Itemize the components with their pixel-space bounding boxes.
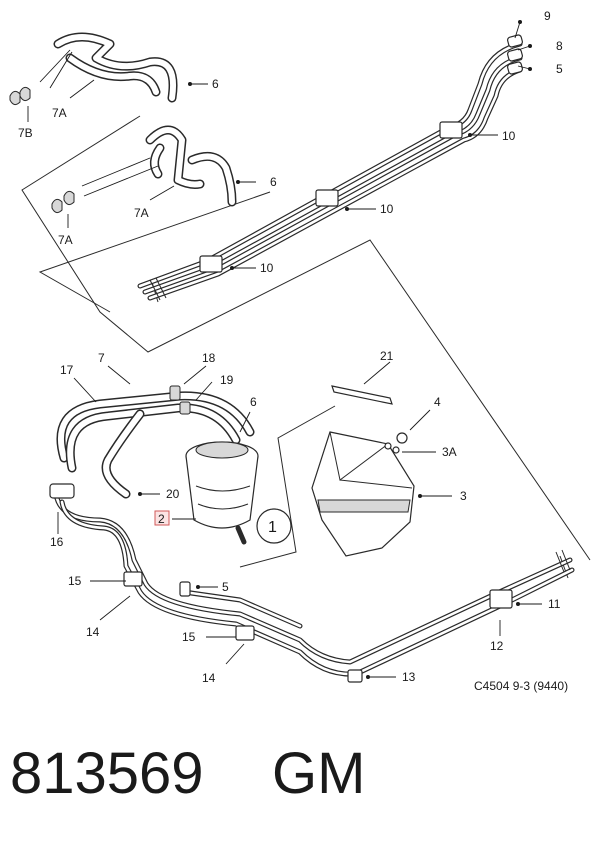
callout-5-b: 5 [222, 580, 229, 594]
callout-16: 16 [50, 535, 64, 549]
lower-fuel-rail [49, 483, 575, 683]
hose-7a-middle [51, 125, 237, 214]
hose-assembly-7 [56, 385, 255, 499]
callout-7a-a: 7A [52, 106, 67, 120]
fuel-line-exploded-diagram: 9 8 5 10 10 10 6 6 7A 7B 7A 7A 17 7 18 1… [9, 9, 591, 685]
callout-21: 21 [380, 349, 394, 363]
callout-7b: 7B [18, 126, 33, 140]
callout-8: 8 [556, 39, 563, 53]
rail-clip-10-b [315, 189, 339, 207]
diagram-reference-code: C4504 9-3 (9440) [474, 679, 569, 693]
rail-clip-15-a [123, 571, 143, 587]
callout-4: 4 [434, 395, 441, 409]
callout-10-c: 10 [260, 261, 274, 275]
callout-2-highlight [154, 510, 170, 526]
callout-12: 12 [490, 639, 504, 653]
rail-clip-13 [347, 669, 363, 683]
detail-circle-1 [256, 508, 292, 544]
callout-15-b: 15 [182, 630, 196, 644]
part-number: 813569 [10, 741, 204, 806]
rail-clip-11 [489, 589, 513, 609]
fuel-filter [185, 441, 292, 545]
callout-6-b: 6 [270, 175, 277, 189]
hose-clip-7b-b [19, 86, 31, 102]
connector-16 [49, 483, 75, 499]
callout-20: 20 [166, 487, 180, 501]
mounting-rail-21 [331, 385, 393, 405]
callout-1: 1 [268, 519, 277, 536]
callout-13: 13 [402, 670, 416, 684]
washer-3a-b [392, 446, 400, 454]
pipe-connector-5-top [507, 61, 523, 75]
callout-15-a: 15 [68, 574, 82, 588]
callout-11: 11 [548, 597, 561, 611]
pipe-connector-8 [507, 48, 523, 62]
callout-14-b: 14 [202, 671, 216, 685]
main-fuel-rail [137, 34, 523, 301]
callout-14-a: 14 [86, 625, 100, 639]
bracket-3 [311, 385, 415, 557]
callout-10-b: 10 [380, 202, 394, 216]
washer-3a-a [384, 442, 392, 450]
part-brand: GM [272, 741, 366, 806]
callout-labels: 9 8 5 10 10 10 6 6 7A 7B 7A 7A 17 7 18 1… [18, 9, 563, 685]
hose-7a-upper [9, 32, 178, 106]
fitting-5 [179, 581, 191, 597]
callout-6-a: 6 [212, 77, 219, 91]
callout-18: 18 [202, 351, 216, 365]
hose-clip-18 [169, 385, 181, 401]
callout-5-top: 5 [556, 62, 563, 76]
rail-clip-15-b [235, 625, 255, 641]
rail-clip-10-c [199, 255, 223, 273]
pipe-connector-9 [507, 34, 523, 48]
callout-7a-c: 7A [58, 233, 73, 247]
leader-lines [27, 20, 542, 679]
callout-10-a: 10 [502, 129, 516, 143]
hose-clip-7a-b [63, 190, 75, 206]
hose-clip-19 [179, 401, 191, 415]
callout-9: 9 [544, 9, 551, 23]
detail-frame-lines [21, 115, 591, 579]
hose-clip-7a-a [51, 198, 63, 214]
callout-17: 17 [60, 363, 74, 377]
callout-19: 19 [220, 373, 234, 387]
callout-6-c: 6 [250, 395, 257, 409]
grommet-4 [396, 432, 408, 444]
callout-3a: 3A [442, 445, 457, 459]
callout-2: 2 [158, 512, 165, 526]
callout-7: 7 [98, 351, 105, 365]
hose-clip-7b-a [9, 90, 21, 106]
callout-3: 3 [460, 489, 467, 503]
callout-7a-b: 7A [134, 206, 149, 220]
rail-clip-10-a [439, 121, 463, 139]
